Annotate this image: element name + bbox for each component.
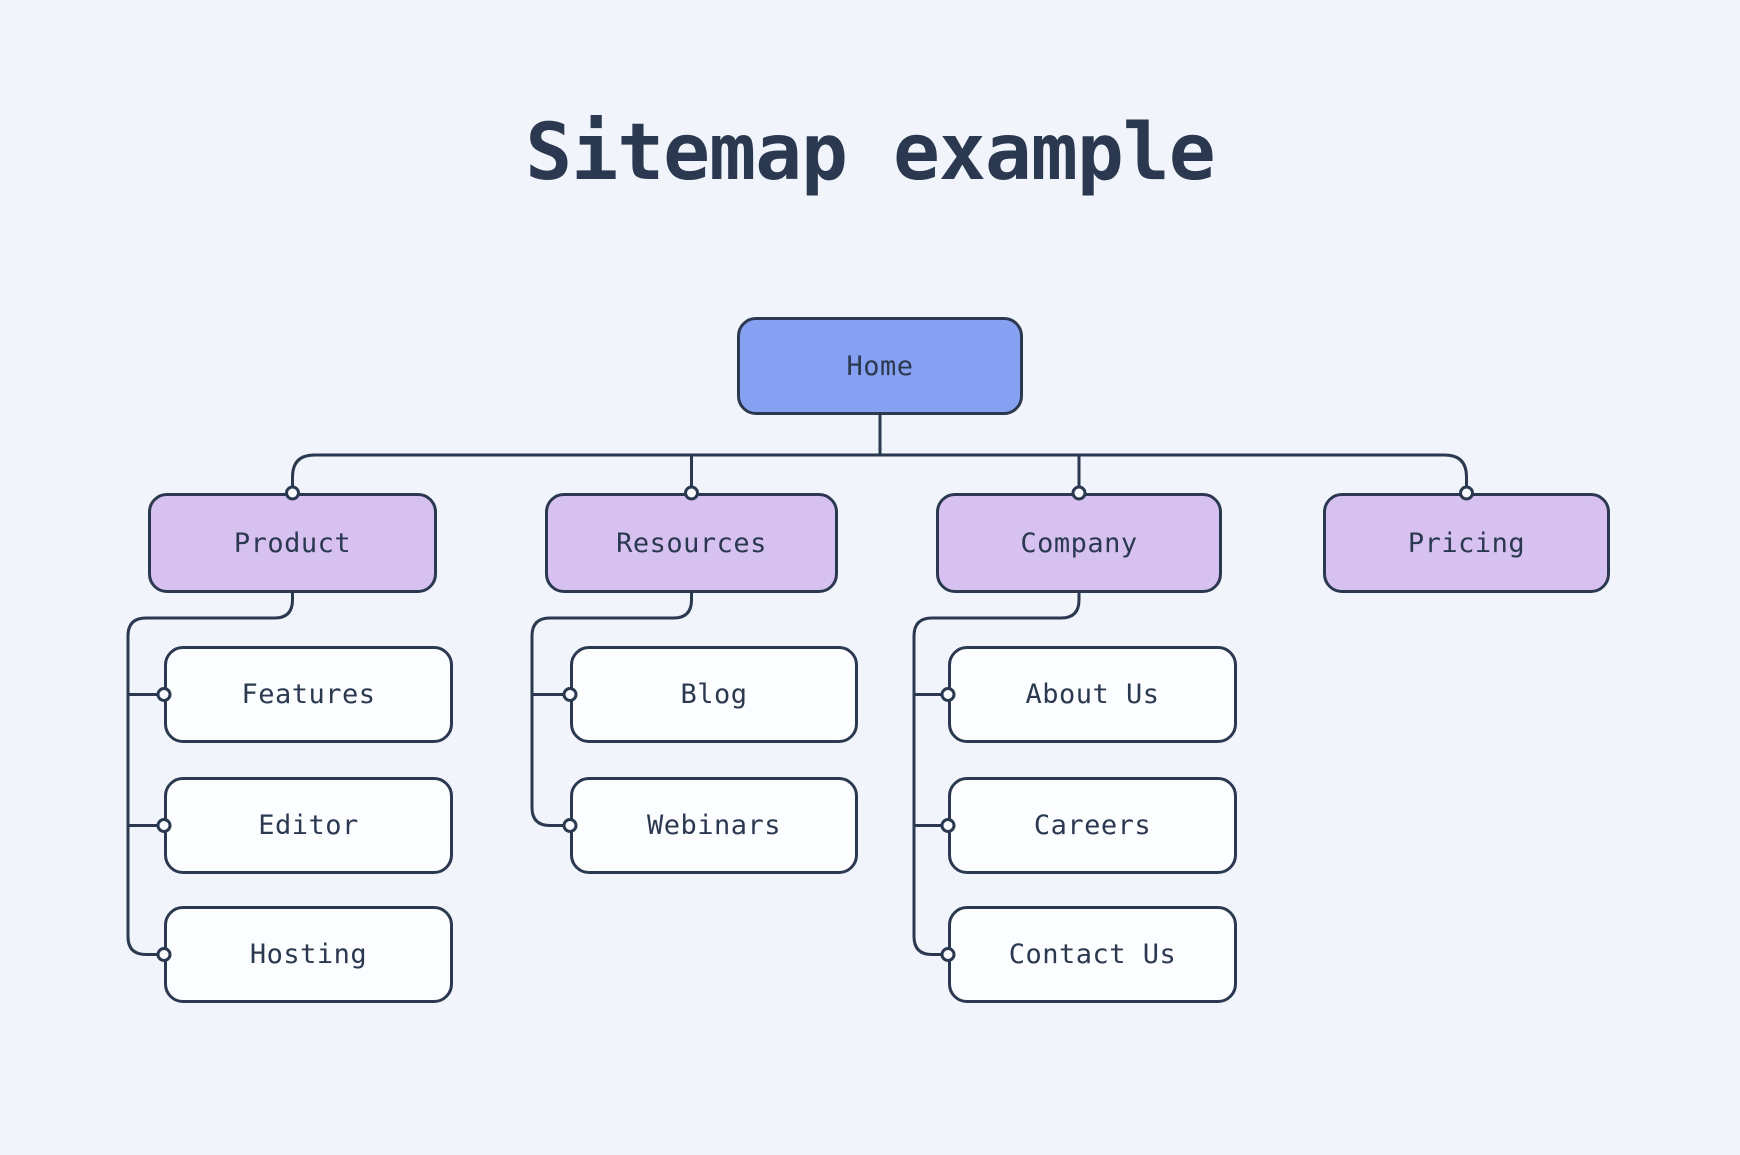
node-company: Company	[936, 493, 1222, 593]
node-about-us: About Us	[948, 646, 1237, 743]
node-resources: Resources	[545, 493, 838, 593]
node-editor: Editor	[164, 777, 453, 874]
node-hosting: Hosting	[164, 906, 453, 1003]
node-features: Features	[164, 646, 453, 743]
node-product: Product	[148, 493, 437, 593]
connector-rail	[291, 453, 1468, 493]
page-title: Sitemap example	[525, 108, 1215, 198]
node-pricing: Pricing	[1323, 493, 1610, 593]
node-webinars: Webinars	[570, 777, 858, 874]
node-blog: Blog	[570, 646, 858, 743]
node-careers: Careers	[948, 777, 1237, 874]
node-home: Home	[737, 317, 1023, 415]
node-contact-us: Contact Us	[948, 906, 1237, 1003]
